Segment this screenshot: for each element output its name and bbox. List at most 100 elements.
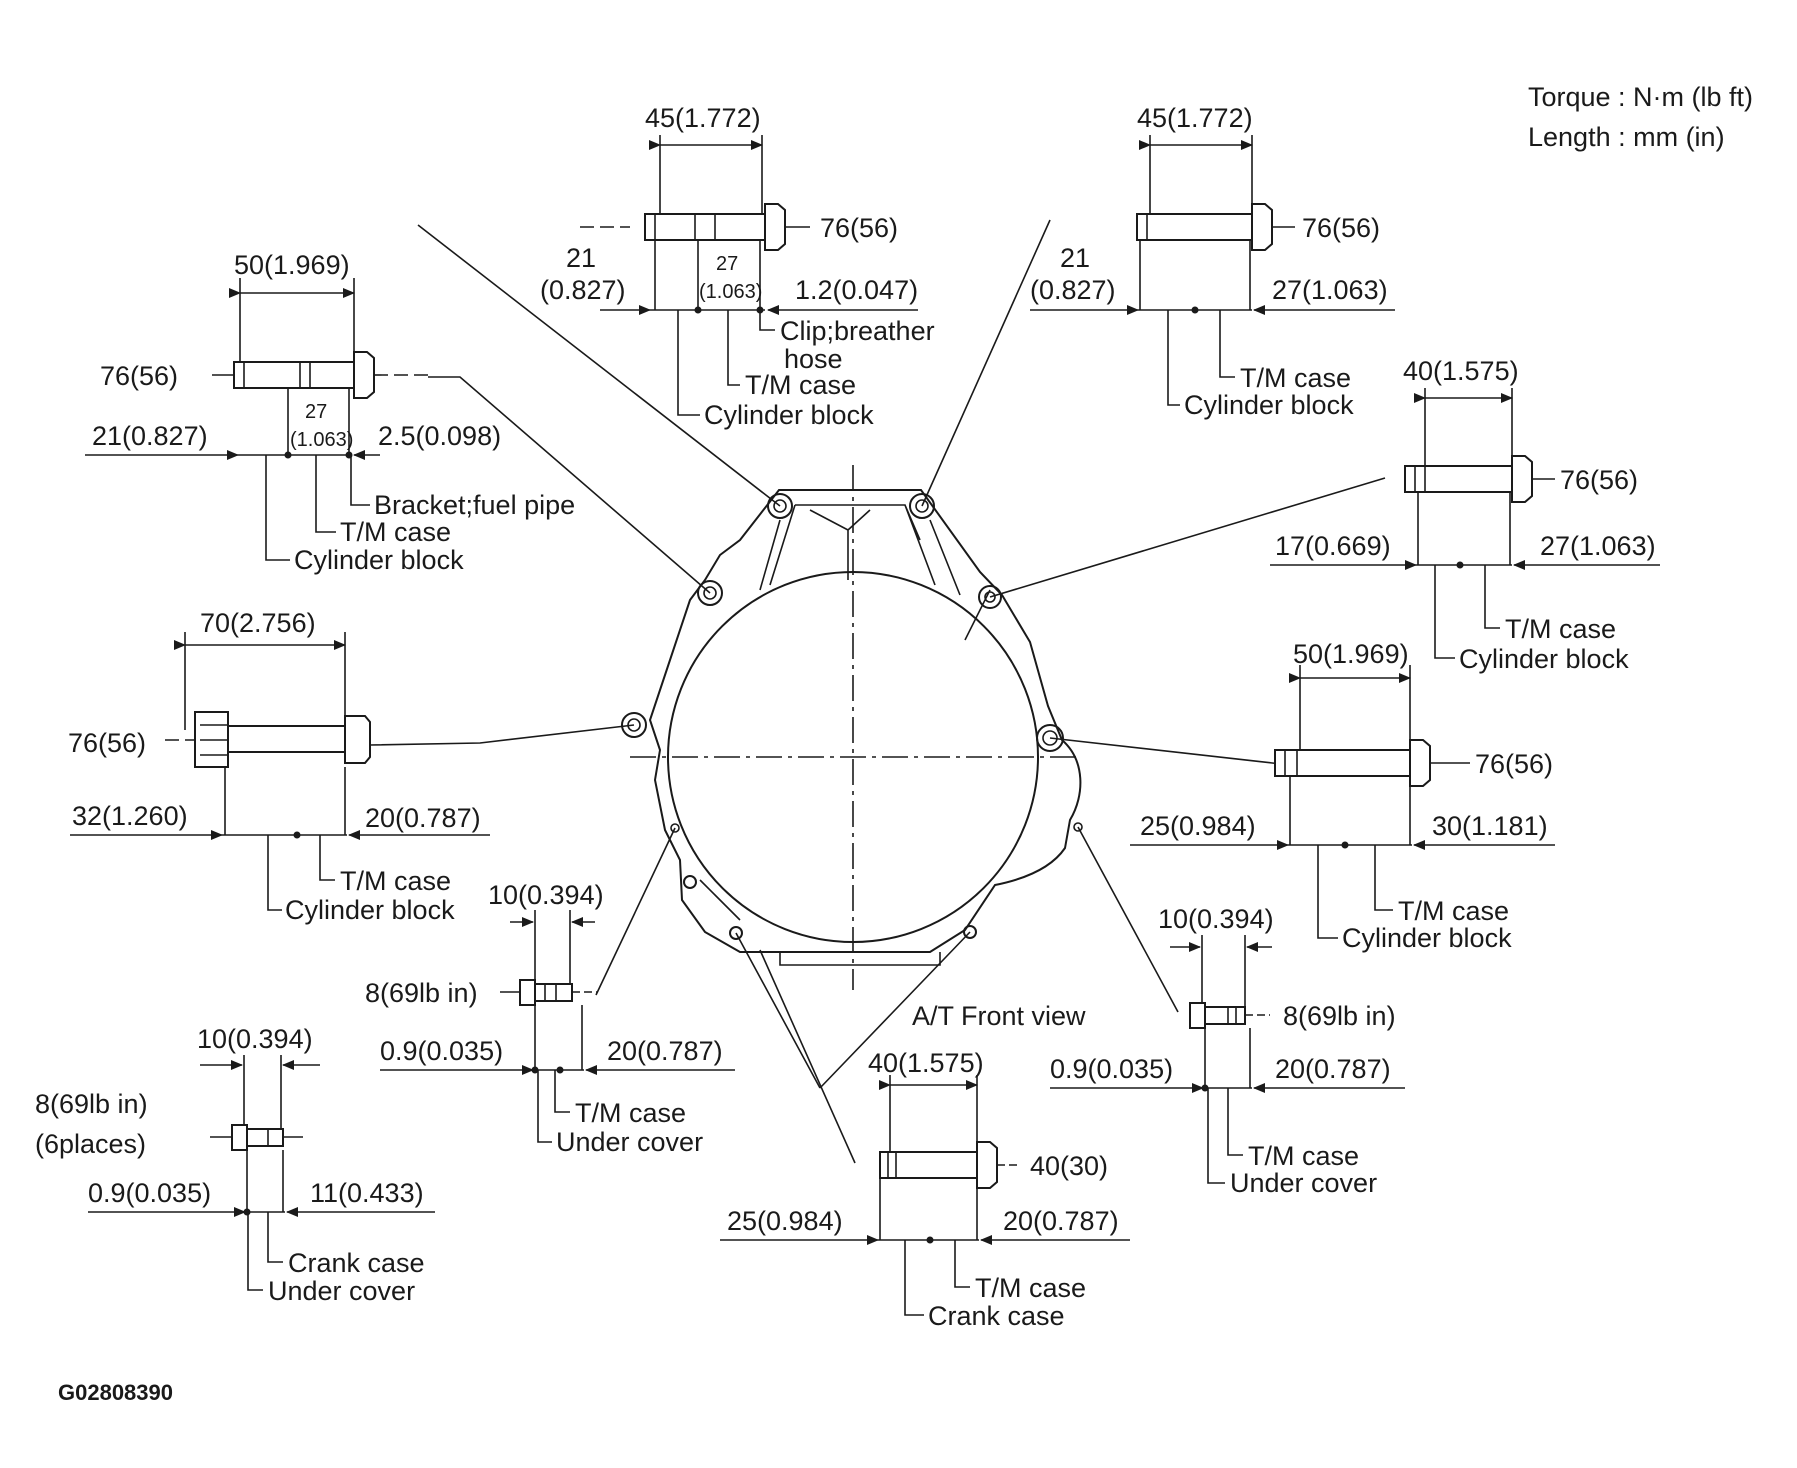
bolt-callout-top-right: 45(1.772) 76(56) 21 (0.827) 27(1.063) T/… [1030, 103, 1395, 420]
bolt-head-icon [1511, 455, 1533, 503]
svg-text:Cylinder block: Cylinder block [704, 400, 874, 430]
svg-text:8(69lb in): 8(69lb in) [365, 978, 478, 1008]
figure-code: G02808390 [58, 1380, 173, 1405]
bolt-head-icon [353, 351, 375, 399]
svg-text:25(0.984): 25(0.984) [727, 1206, 843, 1236]
bolt-callout-small-right: 10(0.394) 8(69lb in) 0.9(0.035) 20(0.787… [1050, 904, 1405, 1198]
bolt-shank-icon [644, 213, 766, 241]
bolt-shank-icon [534, 983, 573, 1002]
svg-text:T/M case: T/M case [340, 866, 451, 896]
bolt-head-icon [519, 979, 536, 1006]
bolt-shank-icon [879, 1151, 978, 1179]
svg-text:70(2.756): 70(2.756) [200, 608, 316, 638]
svg-text:T/M case: T/M case [1248, 1141, 1359, 1171]
svg-text:27: 27 [305, 401, 327, 423]
bolt-shank-icon [246, 1128, 284, 1147]
bolt-head-icon [1189, 1002, 1206, 1029]
svg-text:Under cover: Under cover [556, 1127, 703, 1157]
svg-text:(0.827): (0.827) [1030, 275, 1116, 305]
svg-text:T/M case: T/M case [745, 370, 856, 400]
bolt-shank-icon [1204, 1006, 1246, 1025]
top-rib [769, 504, 936, 586]
svg-text:8(69lb in): 8(69lb in) [35, 1089, 148, 1119]
svg-text:10(0.394): 10(0.394) [197, 1024, 313, 1054]
svg-text:20(0.787): 20(0.787) [607, 1036, 723, 1066]
svg-text:50(1.969): 50(1.969) [234, 250, 350, 280]
svg-text:21(0.827): 21(0.827) [92, 421, 208, 451]
caption-front-view: A/T Front view [912, 1001, 1086, 1031]
bolt-nut-icon [344, 715, 371, 764]
svg-text:27(1.063): 27(1.063) [1540, 531, 1656, 561]
svg-text:0.9(0.035): 0.9(0.035) [88, 1178, 211, 1208]
svg-text:Cylinder block: Cylinder block [285, 895, 455, 925]
svg-text:T/M case: T/M case [1240, 363, 1351, 393]
svg-text:40(30): 40(30) [1030, 1151, 1108, 1181]
svg-text:21: 21 [566, 243, 596, 273]
svg-text:10(0.394): 10(0.394) [488, 880, 604, 910]
svg-text:76(56): 76(56) [68, 728, 146, 758]
svg-text:T/M case: T/M case [1398, 896, 1509, 926]
bolt-shank-icon [1274, 749, 1411, 777]
svg-text:Under cover: Under cover [1230, 1168, 1377, 1198]
svg-text:27: 27 [716, 253, 738, 275]
svg-text:32(1.260): 32(1.260) [72, 801, 188, 831]
svg-text:T/M case: T/M case [575, 1098, 686, 1128]
svg-text:30(1.181): 30(1.181) [1432, 811, 1548, 841]
bolt-shank-icon [1404, 465, 1513, 493]
svg-text:76(56): 76(56) [1475, 749, 1553, 779]
units-legend: Torque : N·m (lb ft) Length : mm (in) [1528, 82, 1753, 152]
bolt-callout-bottom-center: 40(1.575) 40(30) 25(0.984) 20(0.787) T/M… [720, 1048, 1130, 1331]
svg-text:20(0.787): 20(0.787) [1275, 1054, 1391, 1084]
bolt-shank-icon [233, 361, 355, 389]
svg-text:21: 21 [1060, 243, 1090, 273]
bolt-shank-icon [1136, 213, 1253, 241]
housing-outline [648, 489, 1082, 953]
bottom-plate [779, 952, 941, 966]
svg-text:T/M case: T/M case [340, 517, 451, 547]
svg-text:Under cover: Under cover [268, 1276, 415, 1306]
svg-text:50(1.969): 50(1.969) [1293, 639, 1409, 669]
svg-text:25(0.984): 25(0.984) [1140, 811, 1256, 841]
svg-text:hose: hose [784, 344, 843, 374]
bottom-rib [699, 879, 741, 921]
svg-text:(1.063): (1.063) [290, 429, 353, 451]
bolt-head-icon [231, 1124, 248, 1151]
svg-text:(1.063): (1.063) [699, 281, 762, 303]
bolt-callout-left-mid: 70(2.756) 76(56) 32(1.260) 20(0.787) T/M… [68, 608, 490, 925]
bolt-holes [621, 493, 1083, 940]
svg-text:20(0.787): 20(0.787) [365, 803, 481, 833]
bolt-callout-small-center-left: 10(0.394) 8(69lb in) 0.9(0.035) 20(0.787… [365, 880, 735, 1157]
svg-text:17(0.669): 17(0.669) [1275, 531, 1391, 561]
svg-text:Cylinder block: Cylinder block [294, 545, 464, 575]
length-label: 45(1.772) [645, 103, 761, 133]
bolt-callout-right-upper: 40(1.575) 76(56) 17(0.669) 27(1.063) T/M… [1270, 356, 1660, 674]
transmission-housing [621, 465, 1083, 990]
svg-text:20(0.787): 20(0.787) [1003, 1206, 1119, 1236]
svg-text:0.9(0.035): 0.9(0.035) [380, 1036, 503, 1066]
svg-text:T/M case: T/M case [975, 1273, 1086, 1303]
svg-text:40(1.575): 40(1.575) [1403, 356, 1519, 386]
svg-text:Bracket;fuel pipe: Bracket;fuel pipe [374, 490, 575, 520]
torque-label: 76(56) [820, 213, 898, 243]
svg-text:Cylinder block: Cylinder block [1459, 644, 1629, 674]
bolt-head-icon [1409, 739, 1431, 787]
leader-lines [369, 219, 1386, 1164]
top-rib-center [809, 509, 871, 580]
svg-text:76(56): 76(56) [1560, 465, 1638, 495]
bolt-callout-right-mid: 50(1.969) 76(56) 25(0.984) 30(1.181) T/M… [1130, 639, 1555, 953]
svg-text:11(0.433): 11(0.433) [310, 1178, 424, 1208]
legend-length: Length : mm (in) [1528, 122, 1725, 152]
svg-text:0.9(0.035): 0.9(0.035) [1050, 1054, 1173, 1084]
svg-text:(0.827): (0.827) [540, 275, 626, 305]
bolt-head-icon [1251, 203, 1273, 251]
bolt-shank-icon [227, 725, 346, 753]
svg-text:8(69lb in): 8(69lb in) [1283, 1001, 1396, 1031]
svg-text:27(1.063): 27(1.063) [1272, 275, 1388, 305]
bolt-head-icon [764, 203, 786, 251]
bolt-callout-top-center: 45(1.772) 76(56) 21 (0.827) 27 (1.063) 1… [540, 103, 935, 430]
svg-text:Crank case: Crank case [288, 1248, 425, 1278]
svg-text:Crank case: Crank case [928, 1301, 1065, 1331]
svg-text:76(56): 76(56) [1302, 213, 1380, 243]
svg-text:10(0.394): 10(0.394) [1158, 904, 1274, 934]
